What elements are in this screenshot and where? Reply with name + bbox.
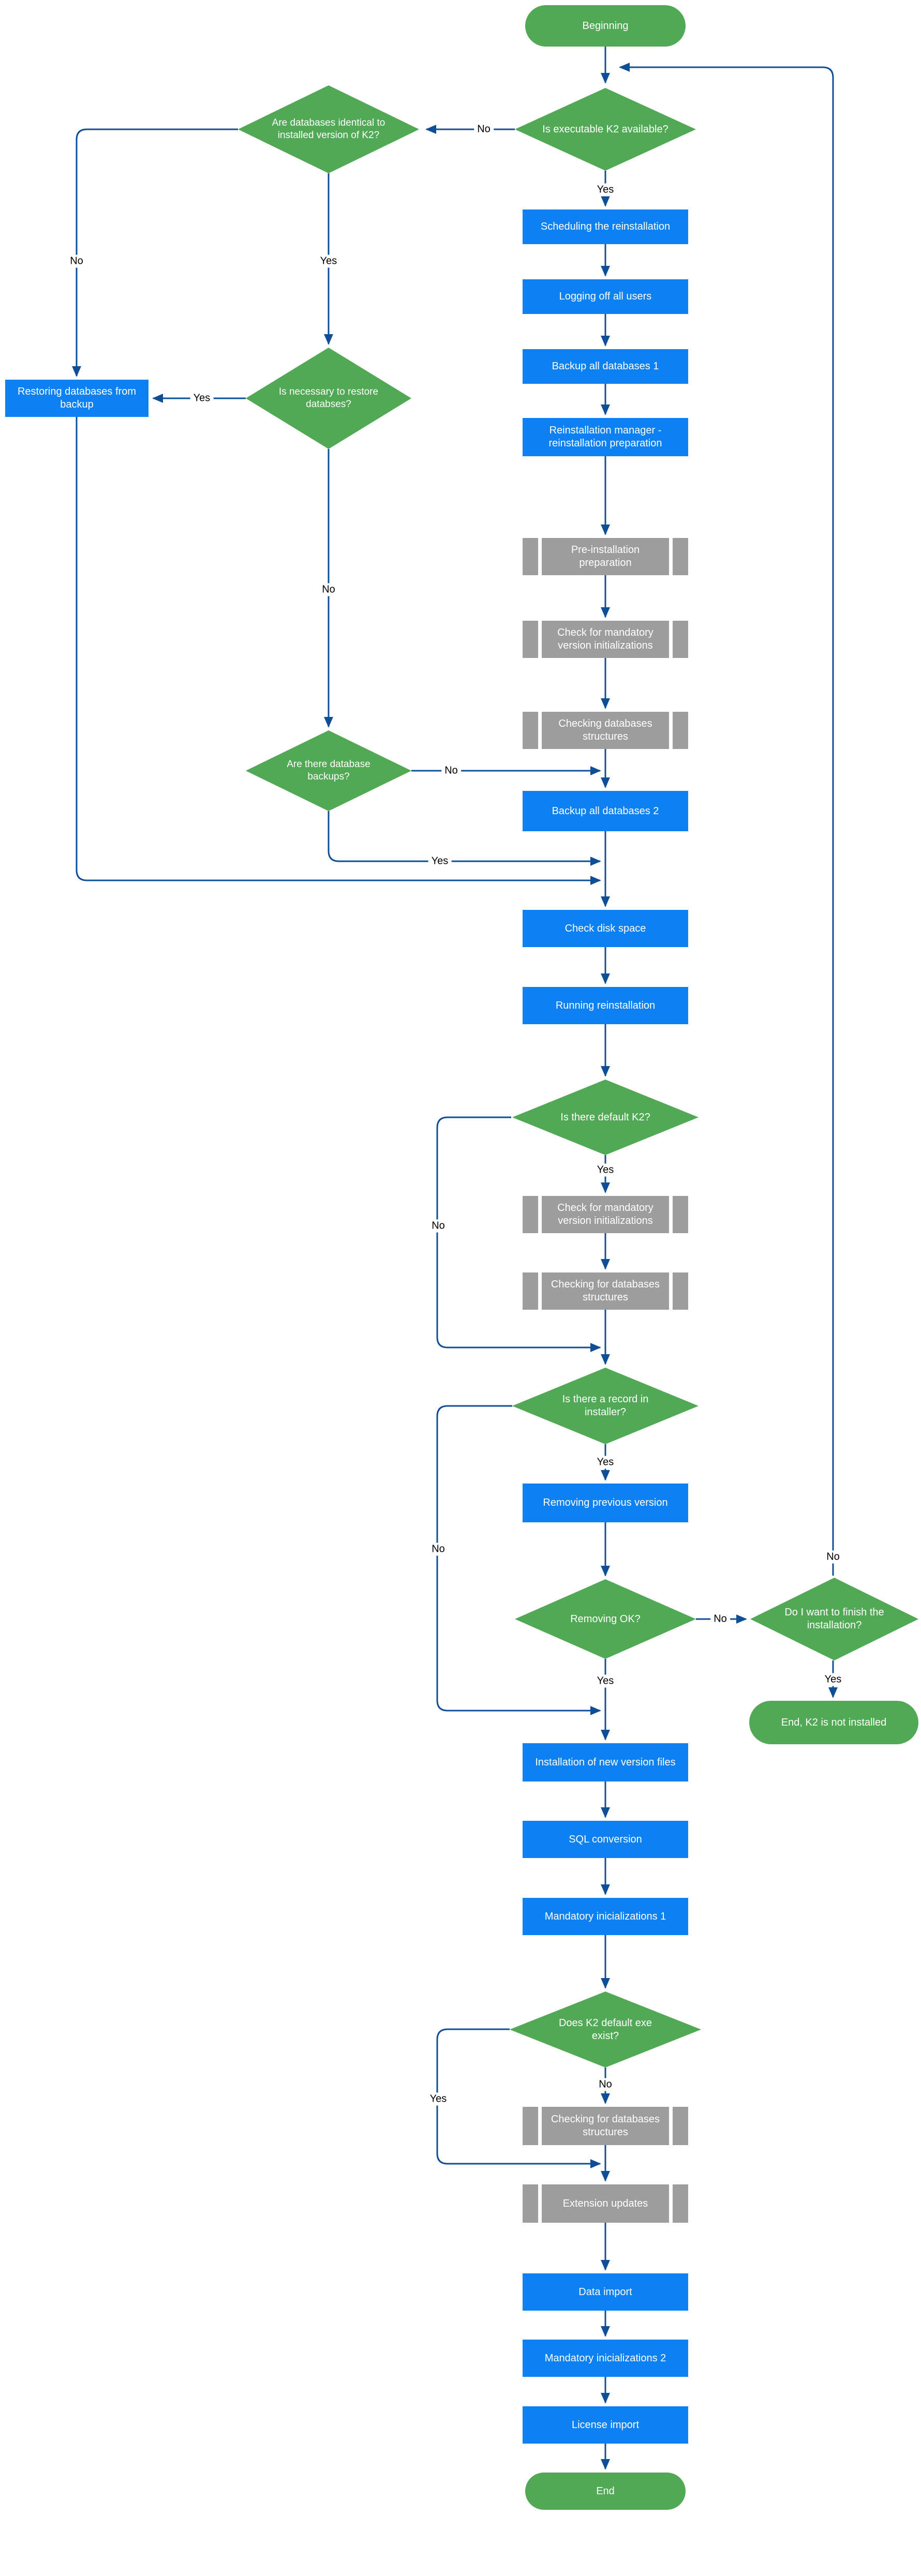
connector-restoring-return — [76, 417, 601, 885]
node-label: Data import — [578, 2286, 632, 2298]
node-label: Checking for databases structures — [551, 2114, 660, 2138]
node-label: Pre-installation preparation — [571, 544, 640, 568]
node-label: Mandatory inicializations 1 — [544, 1910, 666, 1922]
edge-label-removing-no: No — [710, 1612, 730, 1626]
node-label: SQL conversion — [569, 1833, 642, 1845]
connector-finish-no-feedback — [619, 63, 834, 1576]
node-end-k2-not-installed: End, K2 is not installed — [749, 1701, 918, 1744]
node-extension-updates: Extension updates — [523, 2184, 688, 2223]
node-label: Reinstallation manager - reinstallation … — [548, 425, 662, 449]
node-logging-off-all-users: Logging off all users — [523, 279, 688, 314]
edge-label-finish-yes: Yes — [821, 1673, 845, 1686]
node-label: End — [596, 2485, 615, 2497]
node-label: Mandatory inicializations 2 — [544, 2352, 666, 2364]
node-removing-previous-version: Removing previous version — [523, 1484, 688, 1522]
node-label: Checking for databases structures — [551, 1279, 660, 1303]
connector-isdefault-no-loop — [436, 1116, 601, 1352]
node-label: Is executable K2 available? — [542, 123, 669, 135]
node-data-import: Data import — [523, 2273, 688, 2311]
connector-identical-no — [72, 128, 238, 377]
node-backup-all-databases-2: Backup all databases 2 — [523, 791, 688, 831]
node-label: Restoring databases from backup — [17, 386, 136, 410]
node-installation-of-new-version-files: Installation of new version files — [523, 1743, 688, 1781]
node-label: Check for mandatory version initializati… — [557, 627, 653, 651]
node-checking-for-databases-structures-1: Checking for databases structures — [523, 1272, 688, 1310]
node-checking-for-databases-structures-2: Checking for databases structures — [523, 2107, 688, 2145]
node-label: Scheduling the reinstallation — [540, 221, 671, 232]
node-label: Check for mandatory version initializati… — [557, 1202, 653, 1226]
edge-label-is-executable-no: No — [474, 123, 494, 136]
node-label: Running reinstallation — [555, 999, 656, 1011]
node-label: Check disk space — [565, 922, 646, 934]
edge-label-backups-no: No — [441, 764, 461, 777]
node-label: End, K2 is not installed — [781, 1716, 887, 1728]
edge-label-record-no: No — [428, 1542, 448, 1556]
node-check-mandatory-initializations-2: Check for mandatory version initializati… — [523, 1196, 688, 1233]
node-label: Backup all databases 1 — [552, 361, 659, 372]
edge-label-necessary-yes: Yes — [190, 392, 214, 405]
node-running-reinstallation: Running reinstallation — [523, 987, 688, 1024]
edge-label-default-k2-yes: Yes — [593, 1163, 617, 1177]
edge-label-exe-no: No — [596, 2078, 615, 2091]
node-label: License import — [571, 2419, 640, 2431]
node-label: Logging off all users — [559, 291, 652, 302]
edge-label-identical-yes: Yes — [317, 254, 340, 268]
node-label: Is necessary to restore databses? — [278, 386, 379, 410]
node-sql-conversion: SQL conversion — [523, 1821, 688, 1858]
node-label: Checking databases structures — [558, 718, 652, 742]
connector-backups-yes — [328, 811, 601, 866]
node-check-mandatory-initializations-1: Check for mandatory version initializati… — [523, 621, 688, 658]
node-check-disk-space: Check disk space — [523, 910, 688, 947]
edge-label-identical-no: No — [67, 254, 86, 268]
node-label: Are databases identical to installed ver… — [272, 117, 385, 141]
connector-isrecord-no-loop — [436, 1405, 601, 1715]
node-label: Installation of new version files — [535, 1756, 676, 1768]
node-license-import: License import — [523, 2406, 688, 2444]
node-label: Extension updates — [562, 2197, 648, 2209]
node-label: Is there default K2? — [560, 1111, 650, 1123]
node-pre-installation-preparation: Pre-installation preparation — [523, 538, 688, 575]
node-label: Removing previous version — [543, 1497, 668, 1508]
node-label: Beginning — [582, 20, 629, 32]
node-mandatory-inicializations-2: Mandatory inicializations 2 — [523, 2340, 688, 2377]
edge-label-exe-yes: Yes — [426, 2092, 450, 2106]
node-beginning: Beginning — [525, 5, 686, 47]
edge-label-record-yes: Yes — [593, 1456, 617, 1469]
node-label: Is there a record in installer? — [562, 1394, 649, 1418]
edge-label-backups-yes: Yes — [428, 855, 452, 868]
node-label: Do I want to finish the installation? — [784, 1607, 884, 1631]
node-label: Backup all databases 2 — [552, 805, 659, 817]
node-restoring-databases-from-backup: Restoring databases from backup — [5, 380, 148, 417]
node-scheduling-reinstallation: Scheduling the reinstallation — [523, 209, 688, 244]
node-reinstallation-manager: Reinstallation manager - reinstallation … — [523, 418, 688, 456]
edge-label-finish-no: No — [823, 1550, 843, 1564]
edge-label-necessary-no: No — [319, 583, 338, 596]
edge-label-removing-yes: Yes — [593, 1674, 617, 1688]
node-mandatory-inicializations-1: Mandatory inicializations 1 — [523, 1898, 688, 1935]
node-checking-databases-structures-1: Checking databases structures — [523, 712, 688, 749]
node-label: Does K2 default exe exist? — [558, 2017, 652, 2042]
node-backup-all-databases-1: Backup all databases 1 — [523, 349, 688, 384]
node-end: End — [525, 2473, 686, 2510]
edge-label-is-executable-yes: Yes — [593, 183, 617, 197]
node-label: Are there database backups? — [287, 759, 370, 782]
node-label: Removing OK? — [570, 1613, 641, 1625]
edge-label-default-k2-no: No — [428, 1219, 448, 1233]
